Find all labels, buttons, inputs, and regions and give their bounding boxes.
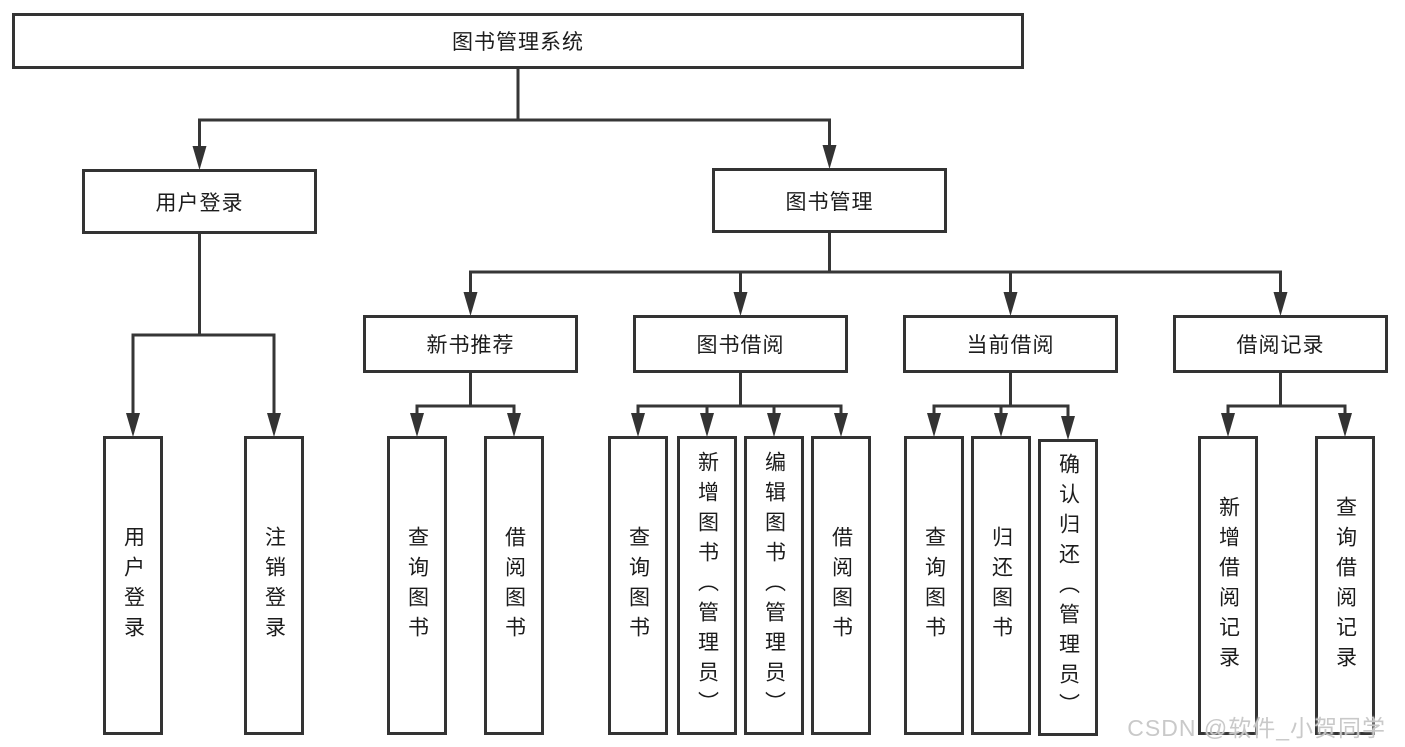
borrow-record-label: 借阅记录: [1236, 334, 1325, 357]
add-book-admin-label: 新增图书（管理员）: [695, 450, 719, 721]
arrowhead-icon: [410, 413, 424, 437]
arrowhead-icon: [1273, 292, 1288, 316]
return-book-label: 归还图书: [989, 525, 1013, 646]
query-book-2-box: 查询图书: [608, 436, 668, 735]
current-borrow-label: 当前借阅: [966, 334, 1055, 357]
arrowhead-icon: [733, 292, 748, 316]
watermark: CSDN @软件_小贺同学: [1127, 715, 1386, 741]
user-login-leaf-label: 用户登录: [121, 525, 145, 646]
user-login-leaf-box: 用户登录: [103, 436, 163, 735]
arrowhead-icon: [834, 413, 848, 437]
return-book-box: 归还图书: [971, 436, 1031, 735]
arrowhead-icon: [507, 413, 521, 437]
arrowhead-icon: [767, 413, 781, 437]
borrow-book-2-label: 借阅图书: [829, 525, 853, 646]
confirm-return-admin-box: 确认归还（管理员）: [1038, 439, 1098, 736]
borrow-book-1-box: 借阅图书: [484, 436, 544, 735]
borrow-record-box: 借阅记录: [1173, 315, 1388, 373]
arrowhead-icon: [463, 292, 478, 316]
book-borrow-box: 图书借阅: [633, 315, 848, 373]
arrowhead-icon: [267, 413, 281, 437]
arrowhead-icon: [192, 146, 207, 170]
arrowhead-icon: [1061, 416, 1075, 440]
add-borrow-record-box: 新增借阅记录: [1198, 436, 1258, 735]
user-login-box: 用户登录: [82, 169, 317, 234]
book-mgmt-box: 图书管理: [712, 168, 947, 233]
edit-book-admin-label: 编辑图书（管理员）: [762, 450, 786, 721]
arrowhead-icon: [1221, 413, 1235, 437]
arrowhead-icon: [822, 145, 837, 169]
user-login-label: 用户登录: [155, 191, 244, 215]
arrowhead-icon: [927, 413, 941, 437]
arrowhead-icon: [994, 413, 1008, 437]
book-borrow-label: 图书借阅: [696, 334, 785, 357]
arrowhead-icon: [126, 413, 140, 437]
new-book-rec-box: 新书推荐: [363, 315, 578, 373]
query-borrow-record-box: 查询借阅记录: [1315, 436, 1375, 735]
borrow-book-1-label: 借阅图书: [502, 525, 526, 646]
query-book-3-box: 查询图书: [904, 436, 964, 735]
add-book-admin-box: 新增图书（管理员）: [677, 436, 737, 735]
root-box: 图书管理系统: [12, 13, 1024, 69]
arrowhead-icon: [1338, 413, 1352, 437]
confirm-return-admin-label: 确认归还（管理员）: [1056, 452, 1080, 723]
logout-leaf-label: 注销登录: [262, 525, 286, 646]
query-book-3-label: 查询图书: [922, 525, 946, 646]
arrowhead-icon: [1003, 292, 1018, 316]
query-book-1-label: 查询图书: [405, 525, 429, 646]
query-borrow-record-label: 查询借阅记录: [1333, 495, 1357, 676]
current-borrow-box: 当前借阅: [903, 315, 1118, 373]
edit-book-admin-box: 编辑图书（管理员）: [744, 436, 804, 735]
logout-leaf-box: 注销登录: [244, 436, 304, 735]
borrow-book-2-box: 借阅图书: [811, 436, 871, 735]
book-mgmt-label: 图书管理: [785, 190, 874, 214]
arrowhead-icon: [631, 413, 645, 437]
query-book-1-box: 查询图书: [387, 436, 447, 735]
new-book-rec-label: 新书推荐: [426, 334, 515, 357]
add-borrow-record-label: 新增借阅记录: [1216, 495, 1240, 676]
query-book-2-label: 查询图书: [626, 525, 650, 646]
arrowhead-icon: [700, 413, 714, 437]
root-label: 图书管理系统: [452, 31, 584, 54]
